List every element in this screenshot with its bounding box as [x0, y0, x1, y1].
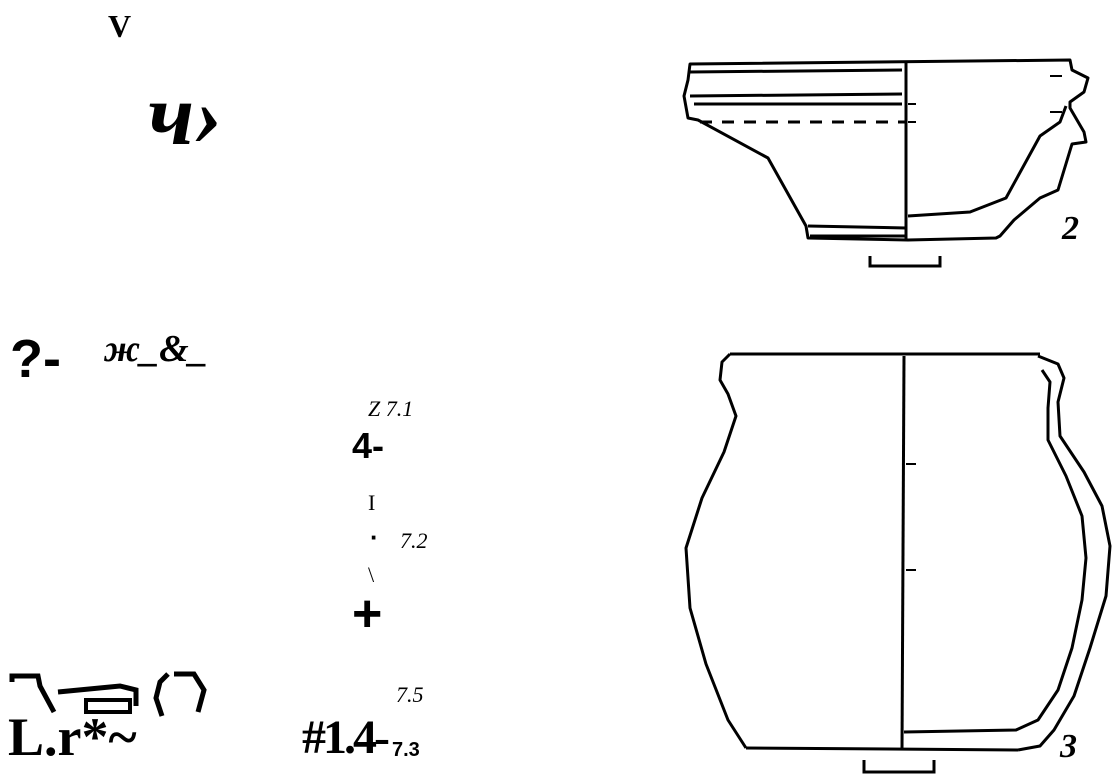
figure-2-label: 2 [1062, 210, 1079, 247]
label-7-5: 7.5 [396, 682, 424, 707]
question-mark: ?- [10, 329, 61, 389]
mark-v: V [108, 8, 132, 44]
figure-3-label: 3 [1060, 728, 1077, 765]
label-7-3: 7.3 [392, 739, 420, 761]
label-1-4-text: #1.4- [302, 711, 390, 764]
large-glyph: ч› [148, 67, 224, 164]
label-1-4: #1.4- [302, 711, 390, 764]
label-z-7-1: Z 7.1 [368, 396, 414, 421]
figure-3-jar [684, 352, 1112, 774]
plus-mark: + [352, 585, 383, 643]
label-bottom-left: L.r*~ [8, 707, 137, 767]
label-7-2: 7.2 [400, 528, 428, 553]
mark-i: I [368, 490, 376, 515]
script-text: ж_&_ [104, 328, 208, 370]
small-vessel-sketches [9, 671, 207, 717]
label-4: 4- [352, 425, 385, 466]
dot-mark: · [370, 522, 379, 552]
backslash-mark: \ [368, 562, 375, 587]
figure-2-bowl [682, 58, 1090, 268]
